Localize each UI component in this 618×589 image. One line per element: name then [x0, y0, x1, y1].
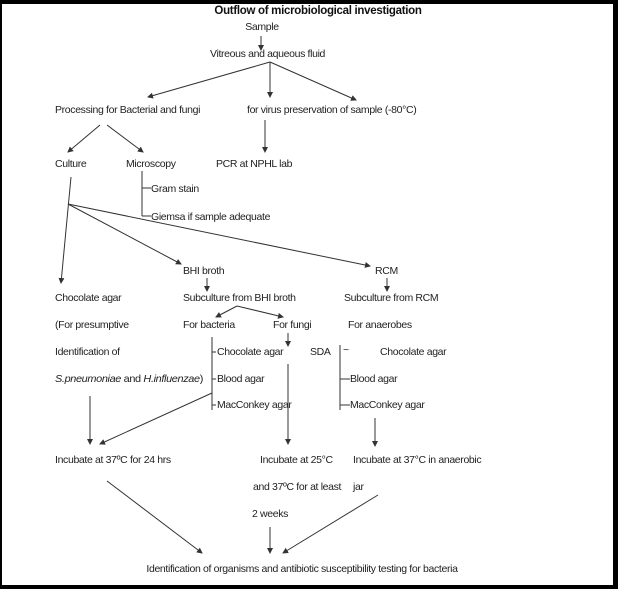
organism-name: S.pneumoniae — [55, 373, 122, 385]
node-fluid: Vitreous and aqueous fluid — [210, 48, 326, 60]
organism-name: H.influenzae — [143, 373, 200, 385]
node-tilde: ~ — [343, 344, 349, 356]
arrow — [236, 305, 284, 319]
node-gram-stain: Gram stain — [151, 183, 199, 195]
arrow — [147, 61, 271, 99]
node-ana-chocolate: Chocolate agar — [380, 346, 447, 358]
arrow — [67, 203, 371, 268]
arrow — [106, 124, 144, 153]
node-incubate-25-line1: Incubate at 25°C — [260, 454, 334, 466]
arrow — [58, 176, 72, 284]
node-incubate-anaerobic-line2: jar — [352, 481, 364, 493]
node-virus: for virus preservation of sample (-80°C) — [247, 104, 416, 116]
node-bhi-broth: BHI broth — [183, 265, 225, 277]
text: and — [121, 373, 143, 385]
node-subculture-rcm: Subculture from RCM — [344, 292, 438, 304]
node-incubate-25-line2: and 37ºC for at least — [253, 481, 342, 493]
node-sda: SDA — [310, 346, 331, 358]
node-final-identification: Identification of organisms and antibiot… — [146, 563, 458, 575]
diagram-title: Outflow of microbiological investigation — [214, 5, 421, 17]
arrow — [282, 494, 379, 554]
node-presumptive-1: (For presumptive — [55, 319, 129, 331]
arrow — [67, 124, 101, 153]
node-for-bacteria: For bacteria — [183, 319, 235, 331]
node-incubate-anaerobic-line1: Incubate at 37°C in anaerobic — [353, 454, 481, 466]
node-presumptive-2: Identification of — [55, 346, 120, 358]
node-culture: Culture — [55, 158, 87, 170]
arrow — [67, 203, 182, 265]
node-for-anaerobes: For anaerobes — [348, 319, 412, 331]
node-microscopy: Microscopy — [126, 158, 177, 170]
node-processing: Processing for Bacterial and fungi — [55, 104, 200, 116]
arrow — [269, 61, 357, 101]
node-rcm: RCM — [375, 265, 398, 277]
arrow — [106, 480, 203, 554]
node-ana-macconkey: MacConkey agar — [350, 399, 425, 411]
node-presumptive-3: S.pneumoniae and H.influenzae) — [55, 373, 203, 385]
node-bac-macconkey: MacConkey agar — [217, 399, 292, 411]
node-subculture-bhi: Subculture from BHI broth — [183, 292, 296, 304]
flowchart: Outflow of microbiological investigation… — [55, 5, 482, 575]
node-giemsa: Giemsa if sample adequate — [151, 211, 271, 223]
node-ana-blood: Blood agar — [350, 373, 398, 385]
arrow — [99, 392, 213, 445]
node-incubate-37: Incubate at 37ºC for 24 hrs — [55, 454, 171, 466]
node-bac-chocolate: Chocolate agar — [217, 346, 284, 358]
flowchart-canvas: Outflow of microbiological investigation… — [2, 4, 613, 585]
node-bac-blood: Blood agar — [217, 373, 265, 385]
node-incubate-25-line3: 2 weeks — [252, 508, 288, 520]
arrow — [215, 305, 238, 318]
node-sample: Sample — [245, 21, 279, 33]
node-pcr: PCR at NPHL lab — [216, 158, 293, 170]
node-for-fungi: For fungi — [273, 319, 311, 331]
text: ) — [200, 373, 203, 385]
node-chocolate-agar: Chocolate agar — [55, 292, 122, 304]
